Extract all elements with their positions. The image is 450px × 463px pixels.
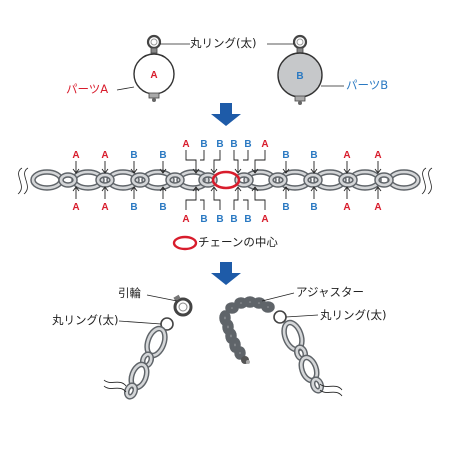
right-chain-end (219, 296, 343, 397)
down-arrow-2 (211, 262, 241, 285)
bottom-letter-2: A (101, 202, 108, 213)
top-letter-6: B (200, 139, 207, 150)
top-arrows (72, 150, 382, 174)
bottom-letter-10: A (261, 214, 268, 225)
label-part-b: パーツB (346, 78, 389, 92)
bottom-letter-7: B (216, 214, 223, 225)
chain-break-right (421, 167, 433, 195)
top-letter-2: A (101, 150, 108, 161)
bottom-letter-3: B (130, 202, 137, 213)
part-a-letter: A (150, 70, 157, 81)
top-letter-9: B (244, 139, 251, 150)
top-letter-4: B (159, 150, 166, 161)
top-letter-3: B (130, 150, 137, 161)
bottom-letter-11: B (282, 202, 289, 213)
bottom-letter-13: A (343, 202, 350, 213)
bottom-letter-9: B (244, 214, 251, 225)
chain-strip (17, 167, 433, 195)
bottom-letters: A A B B A B B B B A B B A A (72, 202, 381, 225)
bottom-letter-14: A (374, 202, 381, 213)
chain-center-legend-icon (172, 235, 198, 251)
bottom-arrows (72, 186, 382, 210)
label-adjuster: アジャスター (296, 285, 364, 299)
bottom-letter-6: B (200, 214, 207, 225)
top-letters: A A B B A B B B B A B B A A (72, 139, 381, 161)
top-letter-13: A (343, 150, 350, 161)
chain-center-link (211, 170, 241, 190)
chain-small-links (58, 172, 394, 188)
leader-lines-top (116, 43, 344, 91)
part-a-illustration: A (133, 34, 175, 102)
label-round-ring-large-left: 丸リング(太) (52, 313, 119, 327)
bottom-letter-5: A (182, 214, 189, 225)
top-letter-12: B (310, 150, 317, 161)
part-b-letter: B (296, 71, 303, 82)
top-letter-8: B (230, 139, 237, 150)
label-round-ring-large-right: 丸リング(太) (320, 308, 387, 322)
top-letter-10: A (261, 139, 268, 150)
top-letter-7: B (216, 139, 223, 150)
bottom-letter-4: B (159, 202, 166, 213)
bottom-letter-12: B (310, 202, 317, 213)
down-arrow-1 (211, 103, 241, 126)
label-round-ring-large: 丸リング(太) (190, 36, 257, 50)
bottom-letter-8: B (230, 214, 237, 225)
top-letter-5: A (182, 139, 189, 150)
chain-break-left (17, 167, 29, 195)
bottom-letter-1: A (72, 202, 79, 213)
top-letter-14: A (374, 150, 381, 161)
left-chain-end (103, 294, 193, 400)
top-letter-11: B (282, 150, 289, 161)
top-letter-1: A (72, 150, 79, 161)
label-chain-center: チェーンの中心 (198, 235, 278, 249)
chain-large-links (30, 169, 421, 191)
part-b-illustration: B (277, 34, 323, 105)
leader-lines-bottom (118, 292, 319, 325)
label-clasp: 引輪 (118, 286, 141, 300)
label-part-a: パーツA (66, 82, 109, 96)
